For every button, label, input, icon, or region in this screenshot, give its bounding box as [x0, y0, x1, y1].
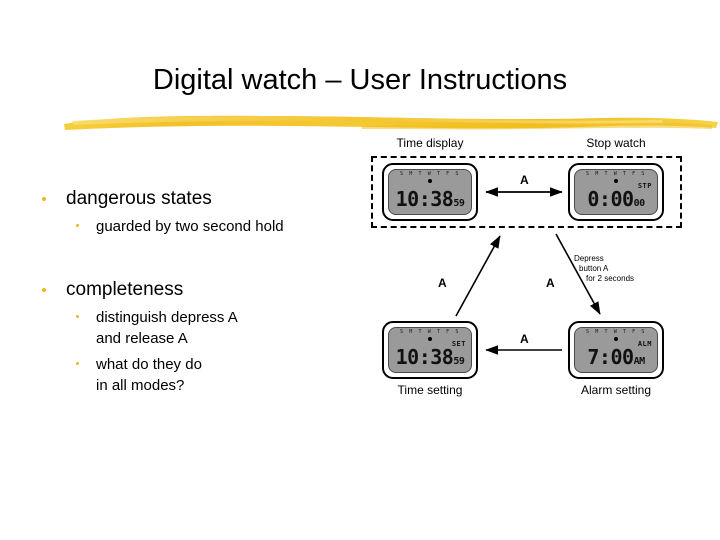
mode-indicator: ALM: [637, 340, 652, 348]
weekday-row: S M T W T F S: [400, 329, 460, 335]
watch-readout: 0:0000: [575, 187, 657, 211]
indicator-dot-icon: [428, 337, 432, 341]
transition-label-top: A: [520, 173, 529, 187]
time-meridiem: AM: [633, 356, 646, 367]
watch-lcd-screen: S M T W T F S SET 10:3859: [388, 327, 472, 373]
watch-lcd-screen: S M T W T F S ALM 7:00AM: [574, 327, 658, 373]
bullet-dot-icon: [76, 362, 79, 365]
dashed-group-box: [371, 156, 682, 228]
note-line-3: for 2 seconds: [586, 274, 635, 283]
time-seconds: 59: [453, 356, 465, 367]
bullet-dot-icon: [76, 224, 79, 227]
weekday-row: S M T W T F S: [400, 171, 460, 177]
transition-label-bottom: A: [520, 332, 529, 346]
time-main: 0:00: [587, 187, 634, 211]
time-main: 10:38: [395, 345, 454, 369]
state-diagram: Time display Stop watch Time setting Ala…: [360, 136, 712, 404]
sub-bullet-guarded: guarded by two second hold: [28, 216, 378, 237]
watch-lcd-screen: S M T W T F S 10:3859: [388, 169, 472, 215]
caption-alarm-setting: Alarm setting: [580, 383, 652, 397]
weekday-row: S M T W T F S: [586, 171, 646, 177]
note-line-1: Depress: [574, 254, 604, 263]
caption-time-display: Time display: [396, 136, 464, 150]
bullet-dot-icon: [76, 315, 79, 318]
indicator-dot-icon: [614, 337, 618, 341]
watch-alarm-setting: S M T W T F S ALM 7:00AM: [568, 321, 664, 379]
indicator-dot-icon: [428, 179, 432, 183]
bullet-label: completeness: [66, 279, 184, 300]
sub-bullet-label-line2: and release A: [96, 330, 188, 347]
bullet-dot-icon: [42, 197, 46, 201]
sub-bullet-label-line2: in all modes?: [96, 377, 185, 394]
mode-indicator: SET: [451, 340, 466, 348]
sub-bullet-distinguish: distinguish depress A and release A: [28, 307, 378, 349]
watch-readout: 7:00AM: [575, 345, 657, 369]
watch-time-setting: S M T W T F S SET 10:3859: [382, 321, 478, 379]
watch-readout: 10:3859: [389, 345, 471, 369]
bullet-completeness: completeness: [28, 277, 378, 303]
transition-note: Depress button A for 2 seconds: [574, 254, 634, 284]
watch-stop-watch: S M T W T F S STP 0:0000: [568, 163, 664, 221]
time-seconds: 00: [633, 198, 646, 209]
transition-arrows: [455, 187, 601, 355]
sub-bullet-label-line1: distinguish depress A: [96, 309, 238, 326]
sub-bullet-what-do-they-do: what do they do in all modes?: [28, 354, 378, 396]
transition-label-left: A: [438, 276, 447, 290]
bullet-dot-icon: [42, 288, 46, 292]
bullet-label: dangerous states: [66, 188, 212, 209]
sub-bullet-label-line1: what do they do: [96, 356, 202, 373]
page-title: Digital watch – User Instructions: [152, 64, 568, 96]
note-line-2: button A: [579, 264, 609, 273]
time-main: 7:00: [587, 345, 634, 369]
caption-time-setting: Time setting: [397, 383, 463, 397]
indicator-dot-icon: [614, 179, 618, 183]
bullet-list: dangerous states guarded by two second h…: [28, 186, 378, 396]
bullet-dangerous-states: dangerous states: [28, 186, 378, 212]
mode-indicator: STP: [637, 182, 652, 190]
sub-bullet-label: guarded by two second hold: [96, 218, 284, 235]
time-main: 10:38: [395, 187, 454, 211]
time-seconds: 59: [453, 198, 465, 209]
transition-label-right: A: [546, 276, 555, 290]
watch-readout: 10:3859: [389, 187, 471, 211]
caption-stop-watch: Stop watch: [586, 136, 646, 150]
weekday-row: S M T W T F S: [586, 329, 646, 335]
brush-stroke-icon: [64, 115, 718, 130]
title-underline-brush: [62, 112, 720, 134]
watch-lcd-screen: S M T W T F S STP 0:0000: [574, 169, 658, 215]
watch-time-display: S M T W T F S 10:3859: [382, 163, 478, 221]
